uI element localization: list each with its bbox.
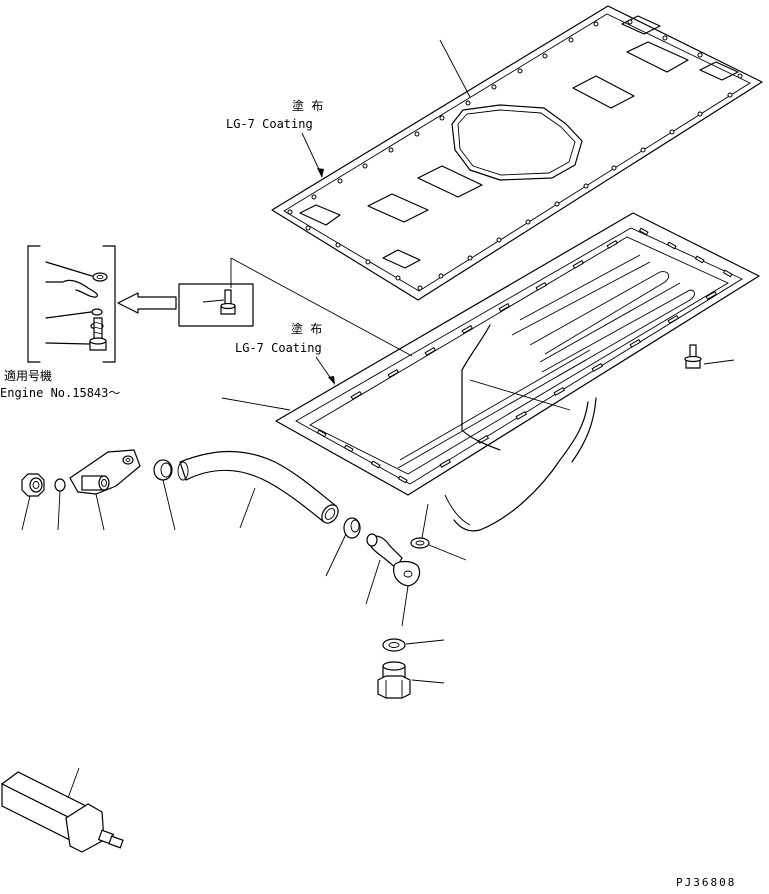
lower-coating-jp: 塗 布 xyxy=(291,321,322,336)
hollow-arrow-icon xyxy=(117,292,177,314)
applicable-jp: 適用号機 xyxy=(4,368,52,383)
arrowhead-upper xyxy=(317,168,324,178)
arrowhead-lower xyxy=(328,376,335,385)
pan-flange-slots xyxy=(316,227,733,484)
drawing-code: PJ36808 xyxy=(676,876,736,889)
gasket-bolt-holes xyxy=(287,19,743,291)
drain-fitting xyxy=(325,503,467,699)
hose-assembly xyxy=(21,449,339,531)
upper-coating-en: LG-7 Coating xyxy=(226,117,313,131)
gasket-slots xyxy=(299,15,739,269)
socket-tool xyxy=(0,767,124,853)
bolt-box xyxy=(178,257,413,357)
pan-bolt xyxy=(684,344,735,369)
applicable-en: Engine No.15843～ xyxy=(0,386,120,400)
upper-coating-jp: 塗 布 xyxy=(292,98,323,113)
detail-inset xyxy=(27,245,116,363)
oil-pan xyxy=(275,212,760,532)
lower-coating-en: LG-7 Coating xyxy=(235,341,322,355)
gasket-plate xyxy=(271,5,763,301)
